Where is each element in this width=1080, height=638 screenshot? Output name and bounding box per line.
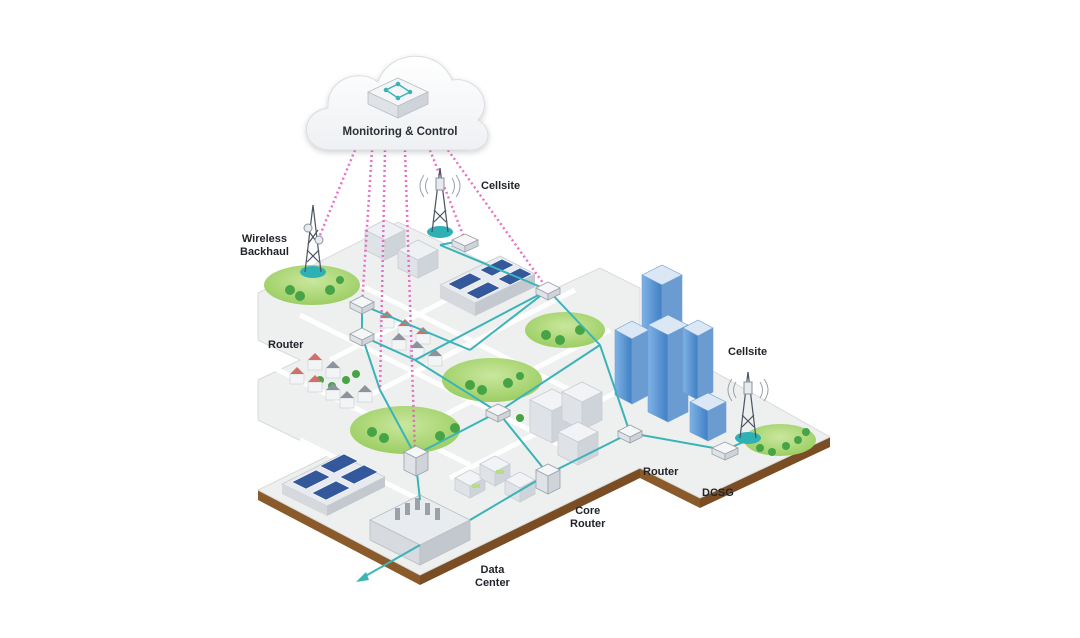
- core-router-line2: Router: [570, 518, 606, 530]
- factory-solar: [439, 255, 536, 316]
- residential-houses: [289, 311, 443, 409]
- trees: [285, 276, 810, 456]
- office-buildings-center: [529, 381, 603, 466]
- router-left-label: Router: [268, 339, 304, 351]
- core-router-label: Core Router: [570, 505, 605, 531]
- controller-device-icon: [367, 77, 429, 119]
- router-right-label: Router: [643, 466, 679, 478]
- cellsite-top-label: Cellsite: [481, 180, 521, 192]
- cloud-title: Monitoring & Control: [342, 126, 458, 138]
- outbound-arrow-icon: [356, 572, 369, 582]
- cellsite-right-label: Cellsite: [728, 346, 768, 358]
- dcsg-icon: [711, 441, 739, 461]
- parks: [264, 265, 816, 456]
- apartment-blocks: [454, 455, 536, 503]
- skyscrapers: [614, 264, 727, 442]
- solar-warehouse: [281, 453, 386, 516]
- data-center-label: Data Center: [475, 564, 510, 590]
- tower-icon: [300, 167, 769, 444]
- wireless-backhaul-line1: Wireless: [241, 233, 288, 245]
- core-router-line1: Core: [575, 505, 601, 517]
- core-router-icon: [403, 445, 561, 495]
- monitoring-links: [316, 149, 550, 456]
- wireless-backhaul-label: Wireless Backhaul: [240, 233, 289, 259]
- data-center-line1: Data: [480, 564, 505, 576]
- router-icon: [349, 233, 643, 444]
- data-center-icon: [369, 494, 471, 566]
- office-buildings-small: [364, 219, 439, 279]
- dcsg-label: DCSG: [702, 487, 734, 499]
- data-center-line2: Center: [475, 577, 510, 589]
- wireless-backhaul-line2: Backhaul: [240, 246, 289, 258]
